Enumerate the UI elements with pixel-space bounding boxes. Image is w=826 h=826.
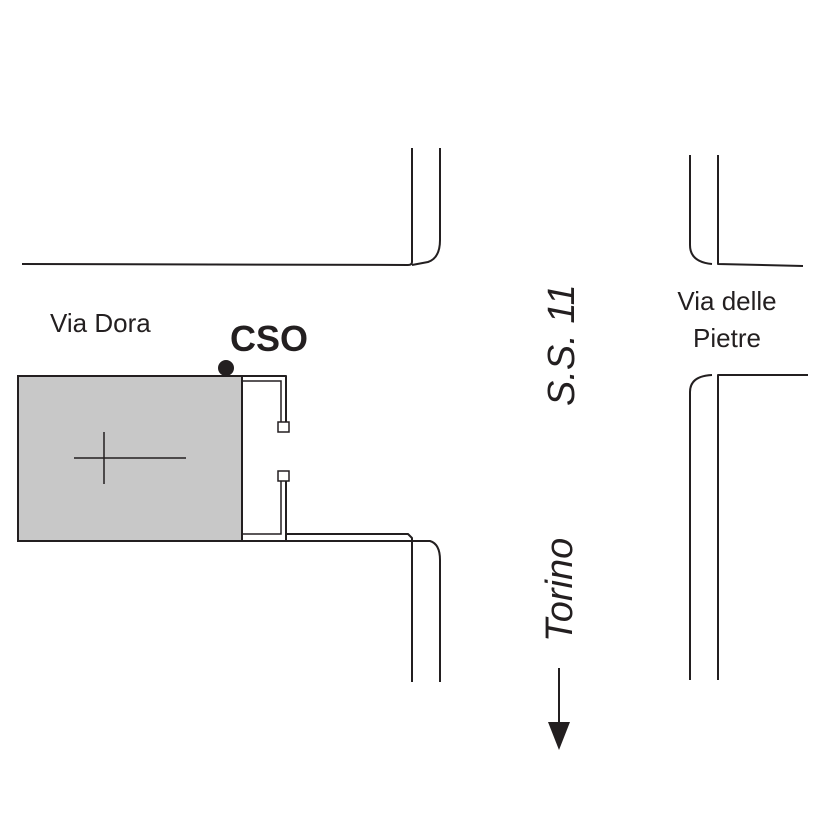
location-marker-icon	[218, 360, 234, 376]
road-edge-south-east	[717, 374, 808, 680]
road-edge-south-east-inner	[689, 374, 713, 680]
road-edge-north-east	[717, 155, 804, 267]
gate-upper-fence-inner	[242, 380, 282, 422]
road-edge-north-west	[21, 148, 413, 266]
gate-post-lower	[277, 470, 290, 482]
label-via-delle-pietre-line2: Pietre	[693, 323, 761, 353]
label-via-dora: Via Dora	[50, 308, 151, 338]
road-edge-south-west-outer	[286, 540, 441, 682]
road-edge-north-west-outer	[411, 148, 441, 266]
label-ss11: S.S. 11	[541, 284, 583, 406]
gate-post-upper	[277, 421, 290, 433]
label-via-delle-pietre-line1: Via delle	[677, 286, 776, 316]
road-edge-south-west	[242, 533, 413, 682]
label-cso: CSO	[230, 318, 308, 359]
label-torino: Torino	[539, 538, 581, 642]
gate-upper-fence	[242, 375, 287, 422]
road-edge-north-east-inner	[689, 155, 713, 265]
gate-lower-fence-inner	[242, 481, 282, 535]
arrow-down-icon	[548, 722, 570, 750]
